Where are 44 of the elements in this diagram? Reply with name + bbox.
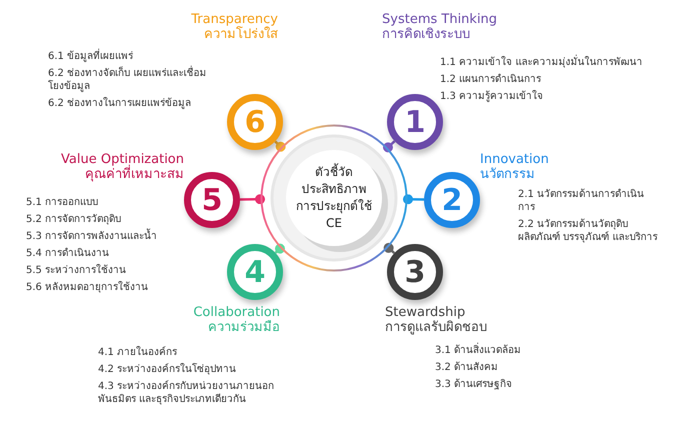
list-item: 3.1 ด้านสิ่งแวดล้อม [435, 344, 635, 357]
connector-line [403, 194, 424, 204]
list-item: 3.3 ด้านเศรษฐกิจ [435, 378, 514, 391]
number-circle: 5 [184, 172, 240, 228]
number-circle: 3 [387, 244, 443, 300]
list-item: 2.2 นวัตกรรมด้านวัตถุดิบ ผลิตภัณฑ์ บรรจุภัณฑ์ และบริการ [518, 218, 658, 244]
list-item: 4.3 ระหว่างองค์กรกับหน่วยงานภายนอก พันธมิตร และธุรกิจประเภทเดียวกัน [98, 380, 276, 406]
list-item: 5.4 การดำเนินงาน [26, 247, 110, 260]
list-item: 3.2 ด้านสังคม [435, 361, 500, 374]
list-item: 2.1 นวัตกรรมด้านการดำเนินการ [518, 188, 646, 214]
category-subtitle: ความร่วมมือ [208, 320, 280, 335]
list-item: 4.2 ระหว่างองค์กรในโซ่อุปทาน [98, 363, 238, 376]
category-title: Systems Thinking [382, 12, 498, 27]
list-item: 4.1 ภายในองค์กร [98, 346, 178, 359]
category-title: Collaboration [193, 305, 280, 320]
connector-line [382, 140, 396, 152]
list-item: 6.1 ข้อมูลที่เผยแพร่ [48, 50, 208, 63]
category-title: Value Optimization [61, 152, 184, 167]
category-subtitle: คุณค่าที่เหมาะสม [85, 167, 184, 182]
list-item: 5.2 การจัดการวัตถุดิบ [26, 213, 122, 226]
list-item: 6.2 ช่องทางในการเผยแพร่ข้อมูล [48, 97, 192, 110]
category-title: Stewardship [385, 305, 466, 320]
number-circle: 4 [227, 244, 283, 300]
connector-line [274, 244, 285, 254]
list-item: 1.1 ความเข้าใจ และความมุ่งมั่นในการพัฒนา [440, 56, 670, 69]
list-item: 1.2 แผนการดำเนินการ [440, 73, 542, 86]
list-item: 6.2 ช่องทางจัดเก็บ เผยแพร่และเชื่อมโยงข้อมูล [48, 67, 208, 93]
list-item: 5.1 การออกแบบ [26, 196, 100, 209]
list-item: 5.5 ระหว่างการใช้งาน [26, 264, 128, 277]
connector-line [384, 242, 396, 254]
connector-line [240, 194, 265, 204]
category-title: Transparency [191, 12, 278, 27]
number-circle: 2 [424, 172, 480, 228]
category-title: Innovation [480, 152, 549, 167]
list-item: 1.3 ความรู้ความเข้าใจ [440, 90, 544, 103]
category-subtitle: นวัตกรรม [480, 167, 535, 182]
list-item: 5.3 การจัดการพลังงานและน้ำ [26, 230, 196, 243]
number-circle: 6 [227, 94, 283, 150]
center-label: ตัวชี้วัดประสิทธิภาพการประยุกต์ใช้ CE [295, 164, 373, 232]
category-subtitle: การคิดเชิงระบบ [382, 27, 470, 42]
category-subtitle: การดูแลรับผิดชอบ [385, 320, 487, 335]
connector-line [274, 140, 286, 152]
category-subtitle: ความโปร่งใส [204, 27, 278, 42]
list-item: 5.6 หลังหมดอายุการใช้งาน [26, 281, 150, 294]
